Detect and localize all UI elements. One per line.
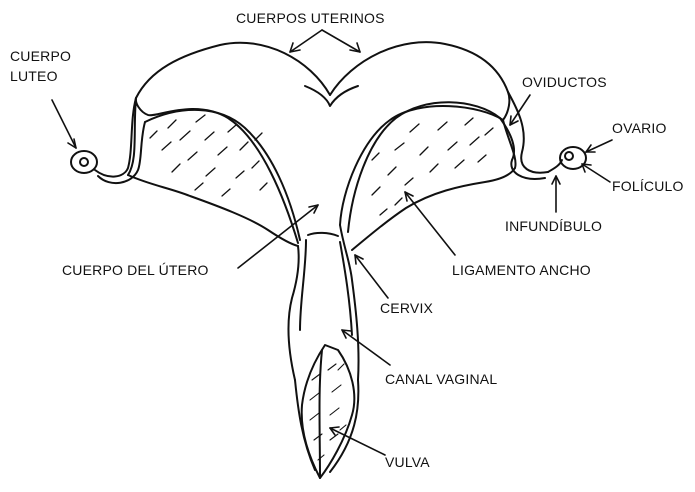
right-ligament-edge <box>352 168 515 250</box>
arrow-cuerpo-luteo <box>52 100 76 148</box>
left-ligament-edge <box>128 175 298 246</box>
label-cuerpo-luteo-line2: LUTEO <box>10 68 58 84</box>
left-oviduct <box>95 98 136 177</box>
arrow-canal <box>342 330 390 365</box>
horn-junction <box>305 86 358 106</box>
cervix-top <box>308 233 338 236</box>
follicle-mark <box>565 152 573 160</box>
infundibulum <box>548 160 562 172</box>
arrow-cuerpos-left <box>290 30 322 52</box>
right-uterine-horn-outer <box>330 42 509 225</box>
uterine-body-left <box>288 246 298 380</box>
label-ligamento-ancho: LIGAMENTO ANCHO <box>452 262 591 278</box>
corpus-luteum-mark <box>80 158 88 166</box>
label-foliculo: FOLÍCULO <box>612 178 684 194</box>
right-uterine-horn-inner <box>348 102 500 232</box>
label-canal-vaginal: CANAL VAGINAL <box>385 371 497 387</box>
vagina-left <box>295 380 315 470</box>
left-ovary <box>71 151 97 173</box>
label-cuerpos-uterinos: CUERPOS UTERINOS <box>236 10 385 26</box>
left-uterine-horn-inner <box>145 110 300 240</box>
cervix-inner-left <box>300 240 306 330</box>
label-ovario: OVARIO <box>612 120 667 136</box>
label-oviductos: OVIDUCTOS <box>522 74 607 90</box>
label-cuerpo-luteo-line1: CUERPO <box>10 48 71 64</box>
label-cervix: CERVIX <box>380 300 433 316</box>
cervix-inner-right <box>340 242 352 335</box>
arrow-cuerpos-right <box>322 30 360 52</box>
leader-lines <box>52 30 612 455</box>
arrow-foliculo <box>582 164 610 182</box>
label-cuerpo-del-utero: CUERPO DEL ÚTERO <box>62 262 209 278</box>
label-infundibulo: INFUNDÍBULO <box>505 218 602 234</box>
label-vulva: VULVA <box>385 454 430 470</box>
arrow-cervix <box>355 255 388 298</box>
arrow-ligamento <box>405 192 455 255</box>
right-oviduct <box>508 92 548 173</box>
